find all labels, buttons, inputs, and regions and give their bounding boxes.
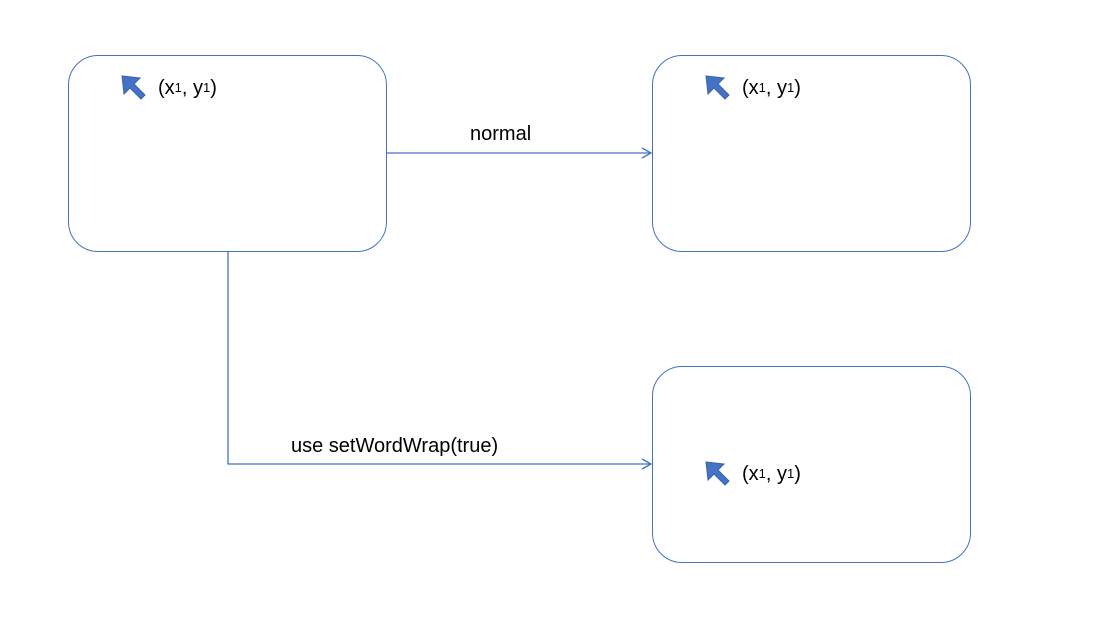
- coord-x: (x: [158, 76, 175, 99]
- edge-label-wordwrap: use setWordWrap(true): [291, 435, 499, 457]
- cursor-arrow-icon: [705, 75, 730, 100]
- cursor-arrow-icon: [121, 75, 146, 100]
- wordwrap-result-box: [652, 366, 971, 563]
- coord-separator: , y: [765, 76, 788, 99]
- normal-result-box: [652, 55, 971, 252]
- edge-wrap-arrowhead: [641, 458, 653, 470]
- edge-label-normal: normal: [470, 123, 532, 145]
- source-box: [68, 55, 387, 252]
- coord-separator: , y: [181, 76, 204, 99]
- coord-close: ): [210, 76, 217, 99]
- coord-close: ): [794, 462, 801, 485]
- edge-wrap-line: [227, 252, 651, 465]
- coord-separator: , y: [765, 462, 788, 485]
- edge-normal-arrowhead: [641, 147, 653, 159]
- coord-x: (x: [742, 462, 759, 485]
- cursor-arrow-icon: [705, 461, 730, 486]
- coord-x: (x: [742, 76, 759, 99]
- coord-close: ): [794, 76, 801, 99]
